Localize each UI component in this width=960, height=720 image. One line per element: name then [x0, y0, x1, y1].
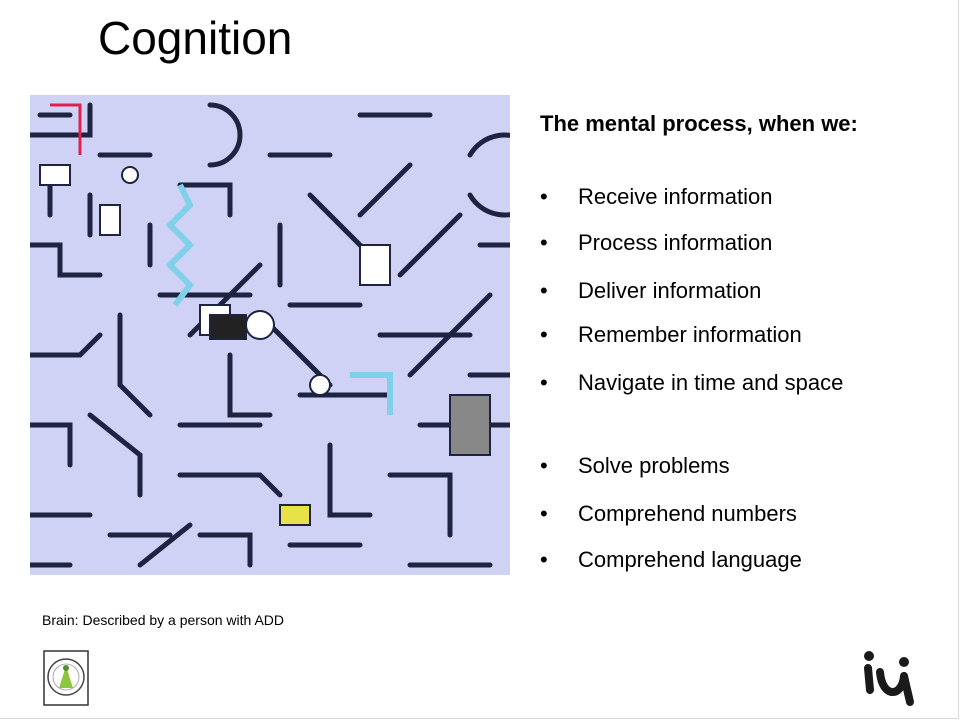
bullet-item: • Solve problems [540, 453, 920, 479]
bullet-text: Deliver information [578, 278, 762, 303]
bullet-text: Comprehend numbers [578, 501, 797, 526]
arvsfondet-logo [43, 650, 89, 706]
bullet-item: • Process information [540, 230, 920, 256]
bullet-item: • Deliver information [540, 278, 920, 304]
bullet-item: • Navigate in time and space [540, 370, 920, 396]
bullet-text: Comprehend language [578, 547, 802, 572]
bullet-marker: • [540, 501, 548, 526]
bullet-item: • Remember information [540, 322, 920, 348]
bullet-text: Remember information [578, 322, 802, 347]
organization-logo [864, 651, 914, 706]
bullet-text: Receive information [578, 184, 773, 209]
bullet-item: • Receive information [540, 184, 920, 210]
content-heading: The mental process, when we: [540, 111, 858, 136]
bullet-marker: • [540, 547, 548, 572]
bullet-text: Process information [578, 230, 773, 255]
bullet-text: Solve problems [578, 453, 730, 478]
brain-maze-image [30, 95, 510, 575]
bullet-item: • Comprehend numbers [540, 501, 920, 527]
bullet-marker: • [540, 184, 548, 209]
image-caption: Brain: Described by a person with ADD [42, 612, 284, 628]
bullet-item: • Comprehend language [540, 547, 920, 573]
bullet-marker: • [540, 370, 548, 395]
bullet-marker: • [540, 453, 548, 478]
bullet-marker: • [540, 322, 548, 347]
bullet-marker: • [540, 230, 548, 255]
bullet-text: Navigate in time and space [578, 370, 844, 395]
bullet-marker: • [540, 278, 548, 303]
slide-title: Cognition [98, 12, 293, 64]
